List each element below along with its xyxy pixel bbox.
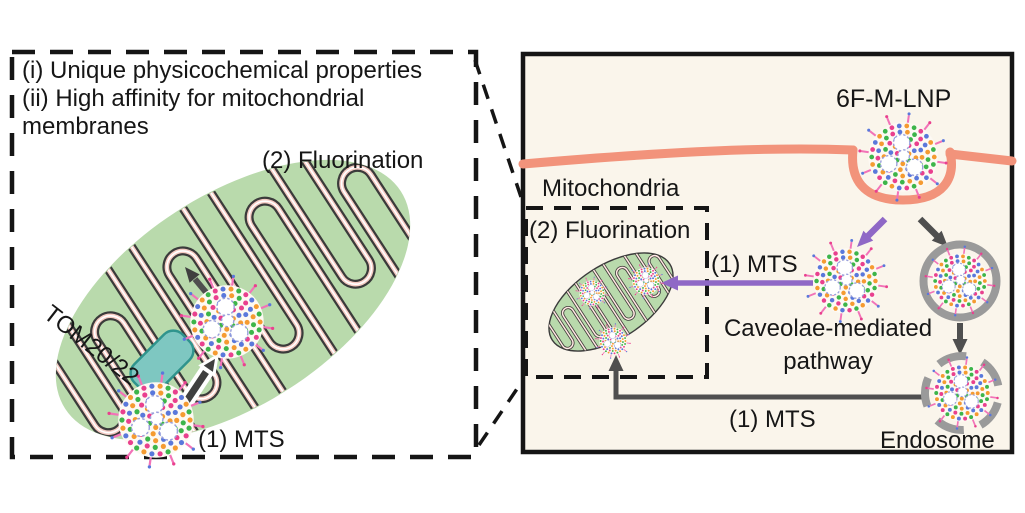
lnp-matrix-icon: [179, 274, 275, 370]
caveolae-entry-arrow: [857, 216, 888, 247]
mts-label-top: (1) MTS: [711, 251, 798, 278]
fluorination-label-left: (2) Fluorination: [262, 147, 424, 174]
mts-label-bottom: (1) MTS: [729, 406, 816, 433]
mitochondria-label: Mitochondria: [542, 175, 680, 202]
plasma-membrane: [518, 144, 1017, 205]
zoom-detail-panel: [9, 49, 479, 460]
note-affinity: (ii) High affinity for mitochondrial mem…: [22, 85, 365, 140]
lnp-endosome-icon: [924, 245, 996, 317]
endocytosis-arrow: [917, 216, 948, 247]
callout-line-top: [473, 59, 523, 198]
callout-line-bottom: [477, 382, 523, 446]
caveolae-pathway-label: Caveolae-mediated pathway: [702, 312, 954, 378]
lnp-mito-2-icon: [575, 276, 609, 310]
left-panel-notes: (i) Unique physicochemical properties (i…: [22, 57, 478, 141]
lnp-outer-icon: [107, 371, 205, 469]
mts-targeting-arrow: [661, 275, 813, 291]
lnp-escaped-icon: [925, 356, 999, 430]
zoom-source-box: [524, 206, 709, 379]
caveolae-pathway-line1: Caveolae-mediated: [723, 315, 933, 342]
fluorination-label-right: (2) Fluorination: [529, 217, 691, 244]
lnp-mito-1-icon: [628, 263, 664, 299]
endosome-membrane: [919, 240, 1001, 322]
lnp-cytosol-icon: [803, 238, 889, 324]
endosome-maturation-arrow: [952, 323, 968, 355]
caveola-pit: [848, 145, 956, 205]
lnp-title: 6F-M-LNP: [836, 85, 952, 113]
note-physicochemical: (i) Unique physicochemical properties: [22, 57, 423, 84]
ruptured-endosome-membrane: [921, 352, 1003, 434]
cell-panel: [520, 51, 1015, 455]
mts-label-left: (1) MTS: [198, 426, 285, 453]
endosome-label: Endosome: [880, 427, 995, 454]
endosomal-escape-arrow: [608, 355, 928, 400]
caveolae-pathway-line2: pathway: [783, 348, 873, 375]
lnp-mito-3-icon: [595, 323, 631, 359]
lnp-caveola-icon: [858, 112, 948, 202]
